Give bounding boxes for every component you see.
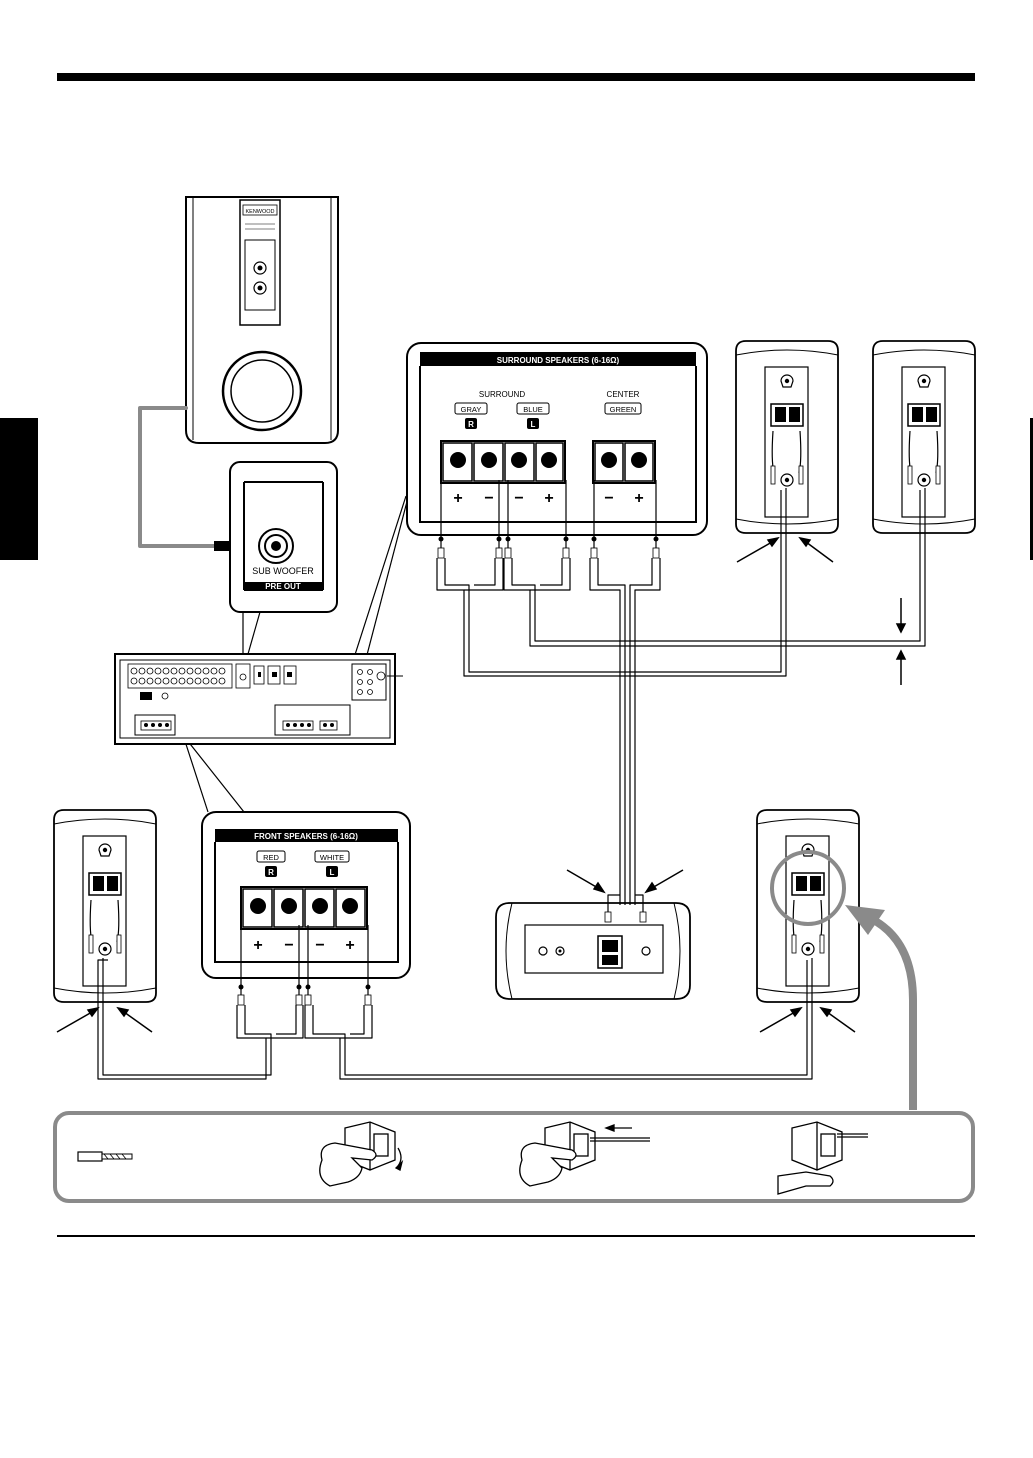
center-label: CENTER — [607, 390, 640, 399]
surround-speaker-right-icon — [736, 341, 838, 533]
surround-speaker-left-icon — [873, 341, 975, 533]
green-badge: GREEN — [610, 405, 637, 414]
surround-l-minus: − — [514, 490, 523, 507]
surround-r-minus: − — [484, 490, 493, 507]
sub-woofer-label: SUB WOOFER — [252, 566, 314, 576]
front-l-minus: − — [315, 937, 324, 954]
center-plus: + — [634, 490, 643, 507]
surround-panel-title: SURROUND SPEAKERS (6-16Ω) — [497, 356, 620, 365]
white-badge: WHITE — [320, 853, 344, 862]
front-channel-l: L — [330, 868, 335, 877]
red-badge: RED — [263, 853, 279, 862]
surround-l-plus: + — [544, 490, 553, 507]
surround-label: SURROUND — [479, 390, 525, 399]
front-r-plus: + — [253, 937, 262, 954]
blue-badge: BLUE — [523, 405, 543, 414]
top-rule — [57, 73, 975, 81]
gray-badge: GRAY — [461, 405, 482, 414]
subwoofer-brand: KENWOOD — [245, 209, 274, 215]
front-r-minus: − — [284, 937, 293, 954]
receiver-icon — [115, 654, 403, 744]
bottom-rule — [57, 1235, 975, 1237]
front-speaker-left-icon — [54, 810, 156, 1002]
subwoofer-icon — [186, 197, 338, 443]
front-panel-title: FRONT SPEAKERS (6-16Ω) — [254, 832, 358, 841]
center-minus: − — [604, 490, 613, 507]
surround-channel-r: R — [468, 420, 474, 429]
surround-channel-l: L — [531, 420, 536, 429]
pre-out-label: PRE OUT — [265, 582, 301, 591]
front-speaker-right-icon — [757, 810, 859, 1002]
center-speaker-icon — [496, 903, 690, 999]
front-channel-r: R — [268, 868, 274, 877]
front-l-plus: + — [345, 937, 354, 954]
surround-r-plus: + — [453, 490, 462, 507]
surround-terminal-panel — [407, 343, 707, 535]
